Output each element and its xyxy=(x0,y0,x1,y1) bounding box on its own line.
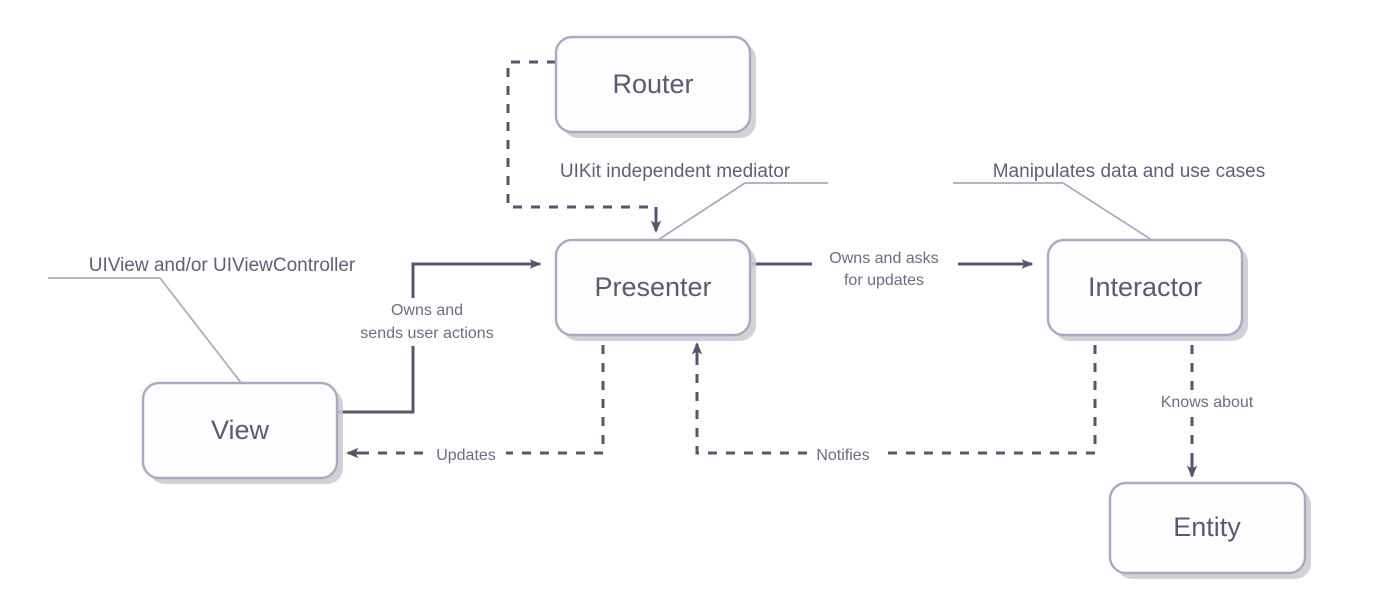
edge-label-notifies: Notifies xyxy=(808,444,880,464)
edge-router-to-presenter xyxy=(506,60,662,233)
manipulates-callout-label: Manipulates data and use cases xyxy=(993,161,1266,182)
knows-about-label: Knows about xyxy=(1161,394,1254,411)
for-updates-label: for updates xyxy=(844,272,924,289)
edge-label-owns-sends-user-actions: Owns and sends user actions xyxy=(345,298,510,346)
node-interactor[interactable]: Interactor xyxy=(1046,238,1248,341)
owns-and-asks-label: Owns and asks xyxy=(829,250,938,267)
router-box xyxy=(554,35,752,134)
callout-manipulates-data: Manipulates data and use cases xyxy=(993,161,1266,182)
callout-uiview: UIView and/or UIViewController xyxy=(89,255,356,276)
edge-label-knows-about: Knows about xyxy=(1145,392,1271,414)
presenter-box xyxy=(554,238,752,337)
interactor-label: Interactor xyxy=(1088,272,1202,302)
node-view[interactable]: View xyxy=(141,381,343,484)
callout-uikit-mediator: UIKit independent mediator xyxy=(560,161,791,182)
edge-label-updates: Updates xyxy=(426,444,506,464)
edge-interactor-to-presenter xyxy=(691,342,1097,455)
owns-and-label: Owns and xyxy=(391,302,463,319)
edge-label-owns-and-asks: Owns and asks for updates xyxy=(812,247,958,293)
edge-presenter-to-view xyxy=(346,345,605,459)
presenter-label: Presenter xyxy=(594,272,711,302)
interactor-box xyxy=(1046,238,1244,337)
uikit-callout-label: UIKit independent mediator xyxy=(560,161,791,182)
sends-user-actions-label: sends user actions xyxy=(360,325,493,342)
view-box xyxy=(141,381,339,480)
node-router[interactable]: Router xyxy=(554,35,756,138)
updates-label: Updates xyxy=(436,447,496,464)
uiview-callout-label: UIView and/or UIViewController xyxy=(89,255,356,276)
notifies-label: Notifies xyxy=(816,447,869,464)
callout-leader-lines xyxy=(48,182,1153,385)
entity-box xyxy=(1108,481,1307,575)
view-label: View xyxy=(211,415,270,445)
entity-label: Entity xyxy=(1173,512,1241,542)
router-label: Router xyxy=(612,69,693,99)
node-presenter[interactable]: Presenter xyxy=(554,238,756,341)
node-entity[interactable]: Entity xyxy=(1108,481,1311,579)
